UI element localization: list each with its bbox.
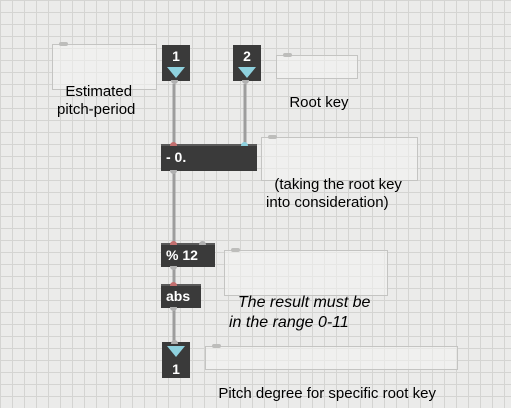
comment-root-key[interactable]: Root key xyxy=(276,53,358,111)
comment-pitch-degree[interactable]: Pitch degree for specific root key xyxy=(205,344,458,402)
outlet-port[interactable] xyxy=(170,307,177,311)
comment-estimated-pitch-period[interactable]: Estimated pitch-period xyxy=(52,42,157,118)
inlet-2[interactable]: 2 xyxy=(233,45,261,84)
comment-text: Root key xyxy=(289,94,349,111)
inlet-number: 2 xyxy=(243,48,251,64)
object-label: abs xyxy=(166,288,191,304)
comment-handle-icon xyxy=(268,135,277,139)
comment-handle-icon xyxy=(59,42,68,46)
modulo-object[interactable]: % 12 xyxy=(161,241,215,270)
comment-text: Pitch degree for specific root key xyxy=(218,385,436,402)
outlet-port[interactable] xyxy=(170,170,177,174)
inlet-port[interactable] xyxy=(171,340,178,344)
comment-text: (taking the root key into consideration) xyxy=(266,176,402,211)
outlet-port[interactable] xyxy=(171,80,178,84)
inlet-arrow-icon xyxy=(167,67,185,78)
comment-taking-root-key[interactable]: (taking the root key into consideration) xyxy=(261,135,418,211)
right-inlet-port[interactable] xyxy=(241,142,248,146)
subtract-object[interactable]: - 0. xyxy=(161,142,257,174)
object-top-bar xyxy=(161,243,215,245)
outlet-port[interactable] xyxy=(242,80,249,84)
left-inlet-port[interactable] xyxy=(170,142,177,146)
comment-result-range[interactable]: The result must be in the range 0-11 xyxy=(224,248,388,331)
comment-text: Estimated pitch-period xyxy=(57,83,136,118)
outlet-number: 1 xyxy=(172,361,180,377)
right-inlet-port[interactable] xyxy=(199,241,206,245)
comment-handle-icon xyxy=(212,344,221,348)
comment-text: The result must be in the range 0-11 xyxy=(229,294,371,331)
inlet-arrow-icon xyxy=(238,67,256,78)
left-inlet-port[interactable] xyxy=(170,282,177,286)
comment-handle-icon xyxy=(283,53,292,57)
inlet-number: 1 xyxy=(172,48,180,64)
outlet-port[interactable] xyxy=(170,266,177,270)
inlet-1[interactable]: 1 xyxy=(162,45,190,84)
outlet-1[interactable]: 1 xyxy=(162,340,190,378)
outlet-arrow-icon xyxy=(167,346,185,357)
object-top-bar xyxy=(161,144,257,146)
object-top-bar xyxy=(161,284,201,286)
comment-handle-icon xyxy=(231,248,240,252)
abs-object[interactable]: abs xyxy=(161,282,201,311)
left-inlet-port[interactable] xyxy=(170,241,177,245)
object-label: - 0. xyxy=(166,149,187,165)
object-label: % 12 xyxy=(166,247,198,263)
